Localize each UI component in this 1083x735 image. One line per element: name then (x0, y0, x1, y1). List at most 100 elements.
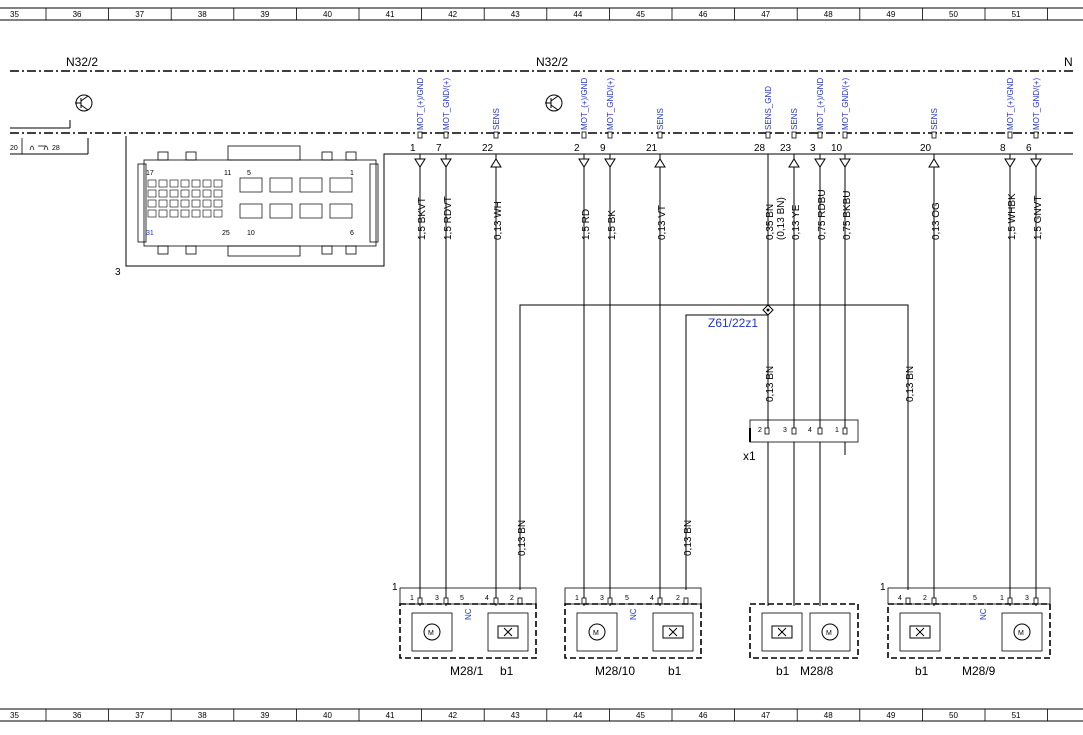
wire-label: 0,13 WH (493, 201, 504, 240)
m28-1-name: M28/1 (450, 664, 484, 678)
m28-9-pin: 3 (1025, 595, 1029, 602)
pin-number: 23 (780, 143, 792, 154)
ruler-label: 42 (448, 711, 457, 720)
ruler-label: 37 (135, 10, 144, 19)
conn-pin-5: 5 (247, 170, 251, 177)
input-arrow-icon (788, 158, 800, 168)
transistor-icon (545, 94, 563, 112)
m28-9-pin: 4 (898, 595, 902, 602)
ruler-label: 46 (699, 10, 708, 19)
ruler-label: 48 (824, 711, 833, 720)
x1-pin-2: 2 (758, 427, 762, 434)
output-arrow-icon (414, 158, 426, 168)
connector-x1: x1 2 3 4 1 (743, 419, 859, 606)
actuator-m28-10: 1 3 5 4 2 NC M M28/10 b1 (564, 587, 702, 678)
splice-wire-below: 0,13 BN (765, 366, 776, 402)
svg-text:M: M (428, 630, 434, 637)
wire-label: 1,5 GNVT (1033, 196, 1044, 240)
ruler-label: 43 (511, 711, 520, 720)
m28-10-pin: 1 (575, 595, 579, 602)
m28-8-sensor: b1 (776, 664, 790, 678)
splice-wire-mid: 0,13 BN (683, 520, 694, 556)
m28-10-pin: 4 (650, 595, 654, 602)
motor-icon (423, 623, 441, 641)
ruler-label: 50 (949, 10, 958, 19)
connector-pin-grid (147, 177, 353, 219)
signal-name: MOT_(+)/GND (416, 78, 425, 130)
signal-name: SENS_GND (764, 86, 773, 130)
ruler-label: 38 (198, 711, 207, 720)
motor-icon (588, 623, 606, 641)
ruler-label: 41 (386, 10, 395, 19)
pin-number: 1 (410, 143, 416, 154)
motor-icon (1013, 623, 1031, 641)
wire-label: 0,13 YE (791, 204, 802, 240)
output-arrow-icon (1030, 158, 1042, 168)
svg-text:M: M (593, 630, 599, 637)
output-arrow-icon (440, 158, 452, 168)
ruler-label: 47 (761, 10, 770, 19)
ruler-label: 36 (73, 10, 82, 19)
wire-label: 1,5 BKVT (417, 197, 428, 240)
pin-number: 6 (1026, 143, 1032, 154)
m28-1-pin: 1 (410, 595, 414, 602)
wire-label: 0,35 BN (765, 204, 776, 240)
sensor-icon (909, 625, 931, 639)
ruler-label: 48 (824, 10, 833, 19)
signal-name: SENS (930, 108, 939, 130)
output-arrow-icon (1004, 158, 1016, 168)
left-pin-28: 28 (52, 145, 60, 152)
connector-ref-3: 3 (115, 267, 121, 278)
actuator-m28-9: 1 4 2 5 1 3 NC M b1 M28/9 (880, 582, 1051, 678)
m28-9-pin: 5 (973, 595, 977, 602)
transistor-icon (75, 94, 93, 112)
ruler-label: 45 (636, 711, 645, 720)
ruler-label: 50 (949, 711, 958, 720)
wire-label: 1,5 RD (581, 209, 592, 240)
signal-name: SENS (790, 108, 799, 130)
pin-number: 28 (754, 143, 766, 154)
splice-z61-22z1: Z61/22z1 0,13 BN 0,13 BN 0,13 BN 0,13 BN (517, 154, 916, 590)
wire-label: 1,5 RDVT (443, 196, 454, 240)
actuator-m28-1: 1 1 3 5 4 2 NC M M28/1 b1 (392, 582, 537, 678)
m28-9-ref: 1 (880, 582, 886, 593)
actuator-m28-8: M b1 M28/8 (749, 603, 859, 678)
pin-number: 10 (831, 143, 843, 154)
sensor-icon (497, 625, 519, 639)
svg-text:M: M (826, 630, 832, 637)
module-label-mid: N32/2 (536, 55, 568, 69)
conn-pin-11: 11 (224, 170, 231, 177)
m28-10-name: M28/10 (595, 664, 635, 678)
ruler-label: 47 (761, 711, 770, 720)
x1-pin-1: 1 (835, 427, 839, 434)
module-label-left: N32/2 (66, 55, 98, 69)
left-pin-20: 20 (10, 145, 18, 152)
splice-wire-left: 0,13 BN (517, 520, 528, 556)
pin-number: 8 (1000, 143, 1006, 154)
output-arrow-icon (604, 158, 616, 168)
m28-10-pin: 2 (676, 595, 680, 602)
m28-9-sensor: b1 (915, 664, 929, 678)
ruler-label: 45 (636, 10, 645, 19)
ruler-label: 44 (573, 10, 582, 19)
signal-wire-23: 23 SENS 0,13 YE (780, 108, 802, 430)
signal-name: SENS (656, 108, 665, 130)
m28-1-ref: 1 (392, 582, 398, 593)
motor-icon (821, 623, 839, 641)
ruler-label: 39 (260, 711, 269, 720)
input-arrow-icon (654, 158, 666, 168)
ruler-label: 40 (323, 711, 332, 720)
m28-1-pin: 4 (485, 595, 489, 602)
conn-pin-6: 6 (350, 230, 354, 237)
pin-number: 9 (600, 143, 606, 154)
